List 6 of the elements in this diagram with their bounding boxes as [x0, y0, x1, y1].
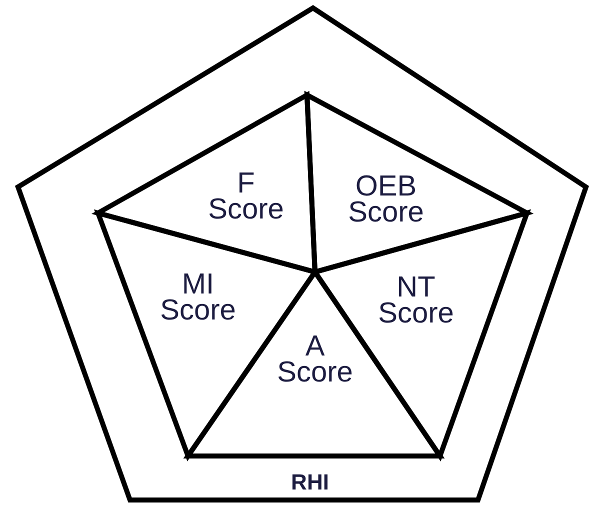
- segment-label: F Score: [208, 171, 284, 223]
- segment-label: A Score: [277, 334, 353, 386]
- segment-label: NT Score: [378, 275, 454, 327]
- segment-label: OEB Score: [348, 174, 424, 226]
- segment-label: RHI: [291, 472, 329, 492]
- segment-label: MI Score: [160, 272, 236, 324]
